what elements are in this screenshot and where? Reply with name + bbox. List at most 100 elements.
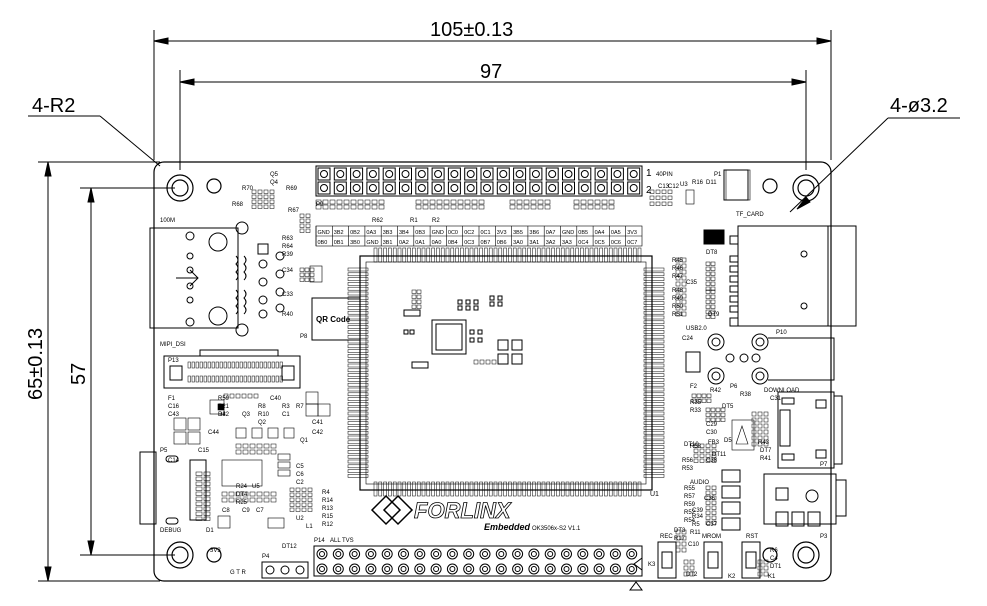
brand-logo-text: FORLINX [414,498,512,523]
ethernet-label: 100M [160,218,175,224]
refdes-label: R50 [672,304,684,310]
header-pin [399,167,412,181]
forlinx-logo [370,494,414,526]
header-pin [382,167,396,181]
mipi-label: MIPI_DSI [160,342,186,348]
pin-label: GND [562,230,574,236]
pin-label: 3V3 [627,230,637,236]
header-pin [431,167,445,181]
header-pin [349,548,361,560]
refdes-label: R3 [282,404,290,410]
refdes-label: R52 [684,510,696,516]
pin-label: 3A2 [546,240,556,246]
header-pin [317,167,331,181]
header-pin [529,181,543,195]
refdes-label: R45 [672,258,684,264]
header-pin [594,181,608,195]
header-pin [528,548,540,560]
dim-hole-diameter: 4-ø3.2 [890,95,948,117]
refdes-label: R22 [218,412,230,418]
refdes-label: R58 [690,444,702,450]
refdes-label: R42 [710,388,722,394]
refdes-label: R70 [242,186,254,192]
refdes-label: R62 [372,218,384,224]
header-pin [447,167,461,181]
pin-label: 0A5 [611,230,621,236]
dim-overall-width: 105±0.13 [430,19,513,41]
refdes-label: R40 [282,312,294,318]
header-pin [431,181,445,195]
refdes-label: R8 [258,404,266,410]
header-pin [578,181,592,195]
dim-hole-spacing-y: 57 [68,363,90,385]
audio-label: AUDIO [690,480,709,486]
pin-label: 3B4 [399,230,409,236]
pin-label: 3A1 [529,240,539,246]
header-pin [350,167,364,181]
refdes-label: R17 [674,536,686,542]
refdes-label: C44 [208,430,220,436]
k3-label: K3 [648,562,656,568]
pin-label: 0C6 [611,240,621,246]
header-pin [414,563,426,575]
pin-label: 3A0 [513,240,523,246]
refdes-label: C5 [296,464,304,470]
refdes-label: R39 [282,252,294,258]
header-pin [415,167,429,181]
top-pin1-label: 1 [646,168,652,179]
download-connector [777,391,843,469]
refdes-label: C41 [312,420,324,426]
refdes-label: Q5 [270,172,279,178]
refdes-label: R6 [770,548,778,554]
header-pin [577,563,589,575]
tf-card-slot [703,169,857,327]
board-model: OK3506x-S2 V1.1 [532,526,581,532]
pin-label: 0C2 [464,230,474,236]
refdes-label: C36 [704,496,716,502]
header-pin [544,548,556,560]
header-pin [365,563,377,575]
refdes-label: D11 [706,180,717,186]
header-pin [545,167,559,181]
refdes-label: R43 [758,440,770,446]
refdes-label: R12 [322,522,334,528]
refdes-label: R54 [684,518,696,524]
pin-label: GND [432,230,444,236]
header-pin [513,181,527,195]
refdes-label: R41 [760,456,772,462]
dimension-lines [28,30,960,582]
refdes-label: R21 [218,404,230,410]
pin-label: 0A2 [399,240,409,246]
brand-sub: Embedded [484,522,531,532]
debug-connector [139,451,207,525]
pin-label: 0B0 [318,240,328,246]
qr-code-label: QR Code [316,315,351,324]
header-pin [446,563,458,575]
header-pin [609,563,621,575]
refdes-label: F1 [168,396,176,402]
header-pin [545,181,559,195]
ethernet-conn-label: P8 [300,334,308,340]
refdes-label: C13 [658,184,670,190]
header-pin [577,548,589,560]
header-pin [479,548,491,560]
board-outline [153,161,832,582]
pin-label: GND [318,230,330,236]
qr-code-area [311,297,361,341]
pin-label: 0A1 [415,240,425,246]
pin-label: 3A3 [562,240,572,246]
header-pin [626,548,638,560]
header-pin [463,548,475,560]
bottom-header-title: ALL TVS [330,538,354,544]
refdes-label: DT7 [760,448,772,454]
header-pin [317,181,331,195]
header-pin [316,548,328,560]
refdes-label: Q1 [300,438,309,444]
refdes-label: R59 [218,396,230,402]
header-pin [593,563,605,575]
refdes-label: DT10 [684,442,699,448]
top-pin2-label: 2 [646,185,652,196]
header-pin [316,563,328,575]
pin-label: 3B2 [334,230,344,236]
